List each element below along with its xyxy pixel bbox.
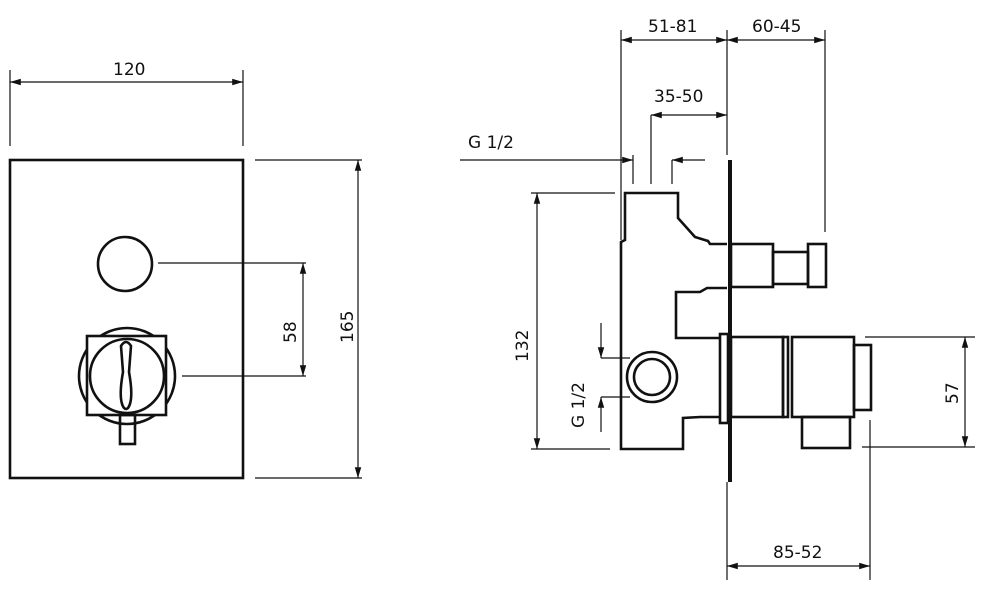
- knob-lever: [119, 340, 133, 411]
- valve-body: [619, 191, 727, 451]
- knob-height-dimension: 57: [943, 382, 963, 404]
- upper-outlet-cap: [806, 242, 828, 289]
- front-view: 120 58 165: [8, 60, 362, 480]
- projection-dimension: 85-52: [773, 543, 822, 563]
- inlet-top-dimension: G 1/2: [468, 133, 514, 153]
- knob-square: [85, 334, 168, 417]
- side-knob-cap: [852, 343, 873, 412]
- cover-plate: [8, 158, 245, 480]
- side-knob: [790, 335, 856, 419]
- valve-body-middle: [674, 286, 727, 340]
- knob-dial: [88, 337, 166, 415]
- inlet-port: [625, 350, 679, 404]
- upper-outlet-neck: [771, 250, 810, 286]
- knob-rosette: [77, 326, 177, 426]
- inner-dimension: 35-50: [654, 87, 703, 107]
- knob-flange: [718, 332, 730, 425]
- knob-stem: [118, 413, 137, 446]
- width-dimension: 120: [113, 60, 145, 80]
- side-lever: [800, 415, 852, 450]
- spacing-dimension: 58: [281, 321, 301, 343]
- depth-dimension: 51-81: [648, 17, 697, 37]
- side-view: 51-81 60-45 35-50 G 1/2 132 G 1/2 57: [460, 17, 975, 580]
- body-height-dimension: 132: [513, 330, 533, 362]
- upper-outlet: [729, 242, 775, 289]
- diverter-button: [96, 235, 154, 293]
- outlet-dimension: 60-45: [752, 17, 801, 37]
- height-dimension: 165: [338, 311, 358, 343]
- inlet-side-dimension: G 1/2: [569, 382, 589, 428]
- cartridge: [729, 335, 785, 419]
- cartridge-ring: [781, 335, 790, 419]
